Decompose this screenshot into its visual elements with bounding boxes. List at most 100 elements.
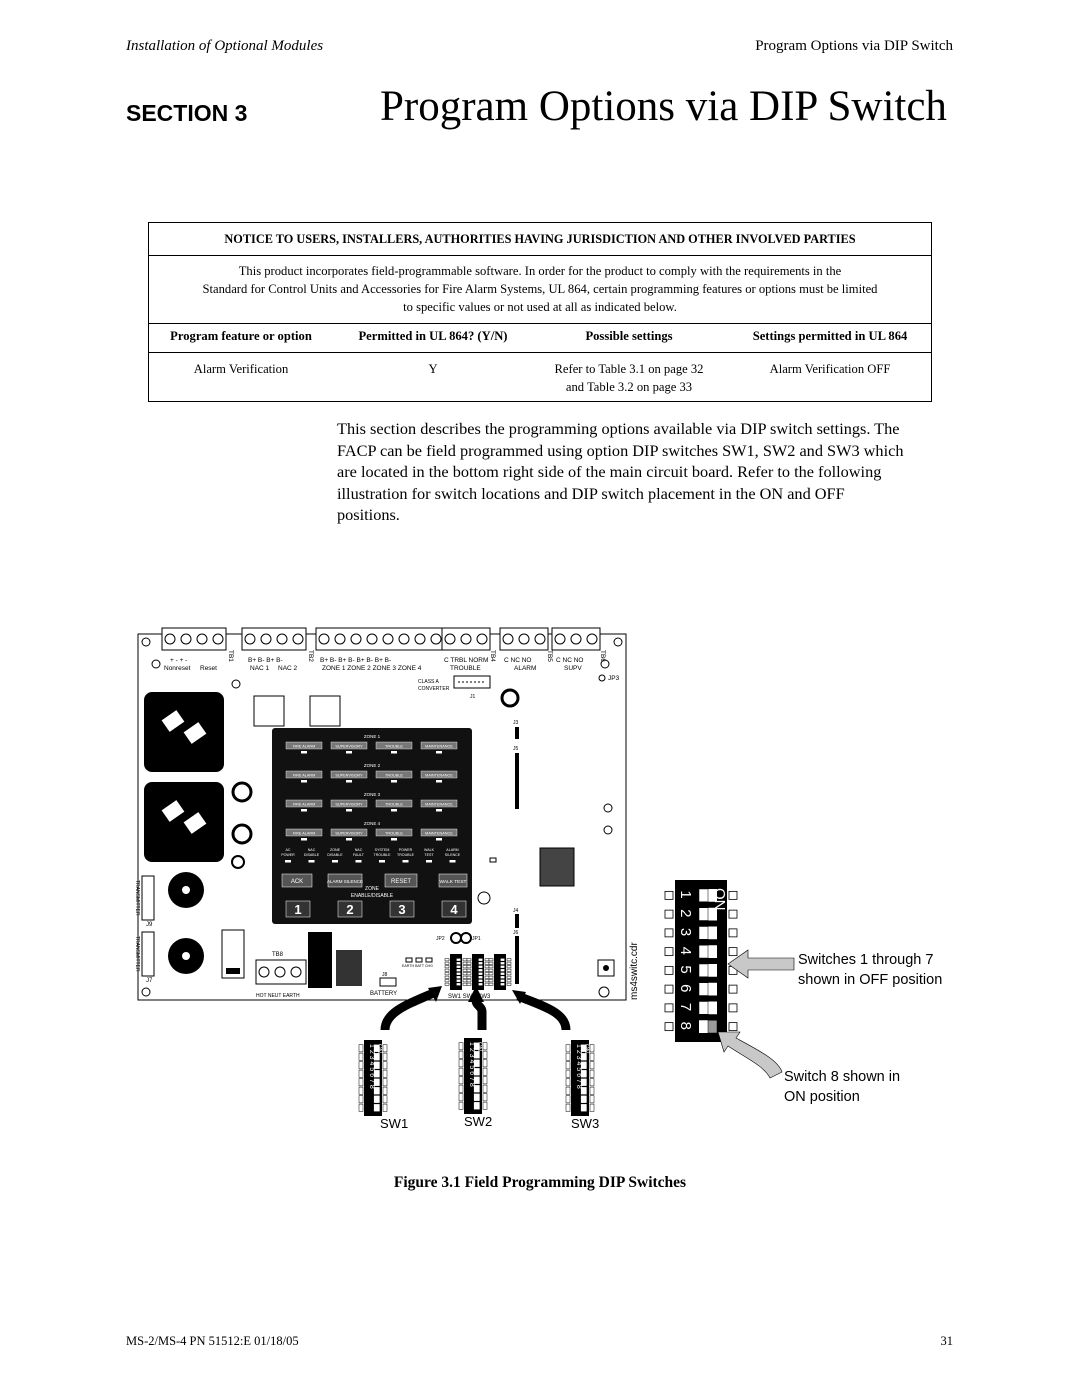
- relay-component: [253, 695, 285, 727]
- dip-pin: [488, 975, 494, 979]
- zone-led-label-box: [285, 799, 323, 808]
- dip-pin: [444, 958, 450, 962]
- dip-pin: [488, 979, 494, 983]
- big-dip-toggle: [698, 1001, 709, 1015]
- dip-pin: [444, 968, 450, 972]
- dip-slider-slot: [373, 1078, 380, 1086]
- notice-body-line: Standard for Control Units and Accessori…: [202, 282, 878, 296]
- zone-led: [301, 751, 307, 754]
- zone-led: [436, 809, 442, 812]
- status-led: [449, 860, 456, 863]
- dip-on-label: ON: [376, 1044, 382, 1053]
- status-led: [379, 860, 385, 863]
- intro-line: This section describes the programming o…: [337, 419, 900, 438]
- dip-pin: [482, 1050, 488, 1059]
- page-title: Program Options via DIP Switch: [380, 83, 947, 130]
- zone-button-label: 1: [294, 902, 301, 917]
- arrow-sw2-head: [468, 986, 484, 1002]
- alarm-label: ALARM: [514, 665, 536, 672]
- zone-led-label-box: [420, 770, 458, 779]
- drawing-file-name: ms4switc.cdr: [629, 942, 640, 1000]
- big-dip-toggle: [698, 926, 709, 940]
- dip-slider-slot: [500, 965, 505, 968]
- alarm-contacts: C NC NO: [504, 657, 531, 664]
- dip-pin: [458, 1084, 464, 1093]
- zone-row-title: ZONE 1: [364, 734, 381, 739]
- zone-row-title: ZONE 2: [364, 763, 381, 768]
- big-dip-pin-left: [664, 947, 674, 957]
- sounder-dot: [603, 965, 609, 971]
- dip-pin: [488, 968, 494, 972]
- zone-led-label-box: [330, 828, 368, 837]
- j8-label: J8: [382, 972, 388, 978]
- zone-led-label: MAINTENANCE: [425, 832, 453, 836]
- converter-label: CONVERTER: [418, 686, 450, 692]
- dip-slider-slot: [473, 1085, 480, 1093]
- alarm-silence-label: ALARM SILENCE: [327, 879, 363, 884]
- zone-led: [346, 809, 352, 812]
- notice-column-header: Possible settings: [585, 329, 673, 343]
- processor-chip: [539, 847, 575, 887]
- alarm-silence-button: [327, 873, 363, 888]
- zone-polarity: B+ B- B+ B- B+ B- B+ B-: [320, 657, 391, 664]
- dip-pin: [458, 1042, 464, 1051]
- dip-pin: [466, 961, 472, 965]
- big-dip-number: 5: [677, 965, 694, 973]
- notice-body-line: to specific values or not used at all as…: [403, 300, 677, 314]
- status-led: [332, 860, 338, 863]
- zone-led: [436, 838, 442, 841]
- notice-settings-line: and Table 3.2 on page 33: [565, 380, 693, 394]
- dip-pin: [358, 1086, 364, 1095]
- dip-pin: [458, 1067, 464, 1076]
- tb1-label: TB1: [227, 650, 234, 662]
- dip-slider-slot: [456, 958, 461, 961]
- ack-label: ACK: [291, 879, 303, 885]
- dip-pin: [358, 1095, 364, 1104]
- dip-pin: [358, 1069, 364, 1078]
- intro-line: FACP can be field programmed using optio…: [337, 440, 904, 460]
- dip-number-strip: 1 2 3 4 5 6 7 8: [468, 1042, 475, 1087]
- status-label-line: WALK: [424, 848, 435, 852]
- status-label-line: TROUBLE: [397, 853, 415, 857]
- board-jumpers: J3 J5 J4 J6 JP2 JP1: [436, 720, 519, 984]
- big-dip-toggle: [698, 982, 709, 996]
- dip-pin: [589, 1095, 595, 1104]
- battery-led: [415, 957, 423, 963]
- transmitter-label: TRANSMITTER: [134, 936, 140, 972]
- nac1-label: NAC 1: [250, 665, 270, 672]
- dip-slider-slot: [478, 979, 483, 982]
- terminal-block-tb2: [241, 627, 307, 651]
- running-header-left: Installation of Optional Modules: [126, 38, 324, 54]
- zone-led-label-box: [420, 799, 458, 808]
- jumper-jp3: [598, 674, 606, 682]
- zone-led-label-box: [375, 770, 413, 779]
- zone-led-label-box: [375, 741, 413, 750]
- big-dip-pin-right: [728, 1003, 738, 1013]
- dip-pin: [488, 961, 494, 965]
- zone-led: [391, 838, 397, 841]
- big-dip-pin-left: [664, 965, 674, 975]
- section-label: SECTION 3: [126, 100, 248, 126]
- dip-pin: [506, 961, 512, 965]
- zone-led-label: TROUBLE: [385, 774, 403, 778]
- notice-column-header: Settings permitted in UL 864: [752, 329, 908, 343]
- dip-slider-slot: [500, 983, 505, 986]
- supv-contacts: C NC NO: [556, 657, 583, 664]
- dip-pin: [382, 1069, 388, 1078]
- mount-hole: [141, 987, 151, 997]
- dip-pin: [458, 1076, 464, 1085]
- on-callout-line1: Switch 8 shown in: [784, 1069, 900, 1085]
- connector-j7: [141, 931, 155, 977]
- reset-button: [384, 873, 418, 888]
- dip-slider-slot: [500, 962, 505, 965]
- zone-led: [436, 751, 442, 754]
- zone-led-label-box: [330, 770, 368, 779]
- dip-slider-slot: [580, 1078, 587, 1086]
- arrow-sw2: [471, 999, 487, 1030]
- dip-pin: [484, 958, 490, 962]
- class-a-label: CLASS A: [418, 679, 440, 685]
- zone-led-label: SUPERVISORY: [335, 774, 363, 778]
- zone-led-label: SUPERVISORY: [335, 832, 363, 836]
- zone-led-label: TROUBLE: [385, 745, 403, 749]
